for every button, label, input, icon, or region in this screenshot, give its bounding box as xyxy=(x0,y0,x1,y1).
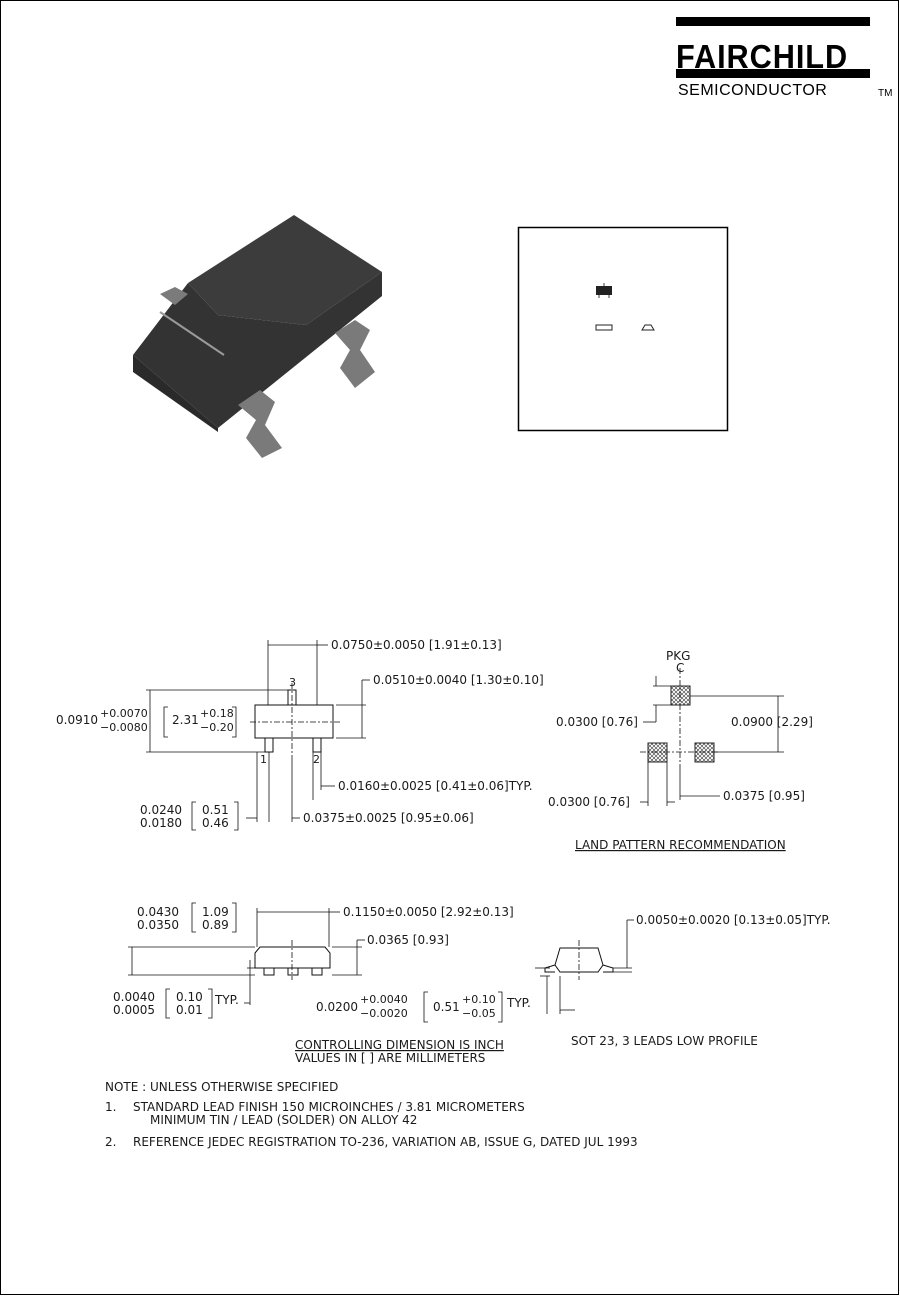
top-view-drawing: 3 1 2 0.0750±0.0050 [1.91±0.13] 0.0510±0… xyxy=(56,638,544,831)
land-pattern-drawing: PKG C 0.0300 [0.76] 0.0900 [2.29] 0.0300… xyxy=(548,649,813,852)
side-height-mm-2: 0.89 xyxy=(202,918,229,932)
foot-in-plus: +0.0040 xyxy=(360,993,408,1006)
standoff-in-2: 0.0005 xyxy=(113,1003,155,1017)
total-in-plus: +0.0070 xyxy=(100,707,148,720)
package-name: SOT 23, 3 LEADS LOW PROFILE xyxy=(571,1034,758,1048)
side-height-mm-1: 1.09 xyxy=(202,905,229,919)
total-in-main: 0.0910 xyxy=(56,713,98,727)
pad-top xyxy=(670,685,691,706)
controlling-line-2: VALUES IN [ ] ARE MILLIMETERS xyxy=(295,1051,485,1065)
total-mm-plus: +0.18 xyxy=(200,707,234,720)
render-edge-highlight xyxy=(159,311,225,356)
side-view-drawing: 0.0430 0.0350 1.09 0.89 0.1150±0.0050 [2… xyxy=(113,902,531,1023)
logo-subtitle: SEMICONDUCTOR xyxy=(678,82,828,99)
note-2-line-1: REFERENCE JEDEC REGISTRATION TO-236, VAR… xyxy=(133,1135,638,1149)
logo-bottom-bar xyxy=(676,69,870,78)
side-height-in-2: 0.0350 xyxy=(137,918,179,932)
total-mm-minus: −0.20 xyxy=(200,721,234,734)
foot-in-1: 0.0240 xyxy=(140,803,182,817)
render-lead-3 xyxy=(160,287,188,305)
notes-heading: NOTE : UNLESS OTHERWISE SPECIFIED xyxy=(105,1080,338,1094)
width-dim: 0.0750±0.0050 [1.91±0.13] xyxy=(331,638,502,652)
standoff-mm-2: 0.01 xyxy=(176,1003,203,1017)
centerline-label: C xyxy=(676,661,684,675)
pkg-label: PKG xyxy=(666,649,690,663)
total-mm-main: 2.31 xyxy=(172,713,199,727)
side-height-in-1: 0.0430 xyxy=(137,905,179,919)
thumb-side-view xyxy=(595,324,613,331)
logo-top-bar xyxy=(676,17,870,26)
pad-size-dim: 0.0300 [0.76] xyxy=(556,715,638,729)
note-1-number: 1. xyxy=(105,1100,116,1114)
pad-left xyxy=(647,742,668,763)
end-view-drawing: 0.0050±0.0020 [0.13±0.05]TYP. xyxy=(535,913,831,1014)
foot-mm-2: 0.46 xyxy=(202,816,229,830)
controlling-line-1: CONTROLLING DIMENSION IS INCH xyxy=(295,1038,504,1052)
fairchild-logo: FAIRCHILD SEMICONDUCTOR TM xyxy=(672,14,892,99)
foot-mm-plus: +0.10 xyxy=(462,993,496,1006)
foot-typ: TYP. xyxy=(506,996,531,1010)
render-lead-2 xyxy=(335,320,375,388)
body-height-dim: 0.0510±0.0040 [1.30±0.10] xyxy=(373,673,544,687)
foot-in-minus: −0.0020 xyxy=(360,1007,408,1020)
thumb-end-view xyxy=(641,324,655,331)
land-pitch-dim: 0.0375 [0.95] xyxy=(723,789,805,803)
lead3-label: 3 xyxy=(289,676,296,689)
note-2-number: 2. xyxy=(105,1135,116,1149)
lead-thickness-dim: 0.0050±0.0020 [0.13±0.05]TYP. xyxy=(636,913,831,927)
render-front-face xyxy=(133,272,382,428)
lead1-label: 1 xyxy=(260,753,267,766)
land-pattern-caption: LAND PATTERN RECOMMENDATION xyxy=(575,838,786,852)
logo-trademark: TM xyxy=(878,88,893,99)
render-left-face xyxy=(133,355,218,432)
total-in-minus: −0.0080 xyxy=(100,721,148,734)
note-1-line-2: MINIMUM TIN / LEAD (SOLDER) ON ALLOY 42 xyxy=(150,1113,417,1127)
pad-size-dim-2: 0.0300 [0.76] xyxy=(548,795,630,809)
standoff-typ: TYP. xyxy=(214,993,239,1007)
foot-mm-minus: −0.05 xyxy=(462,1007,496,1020)
thumb-top-view xyxy=(596,286,612,295)
land-height-dim: 0.0900 [2.29] xyxy=(731,715,813,729)
foot-in-2: 0.0180 xyxy=(140,816,182,830)
foot-mm-main: 0.51 xyxy=(433,1000,460,1014)
length-dim: 0.1150±0.0050 [2.92±0.13] xyxy=(343,905,514,919)
pad-right xyxy=(694,742,715,763)
lead2-label: 2 xyxy=(313,753,320,766)
standoff-in-1: 0.0040 xyxy=(113,990,155,1004)
logo-brand: FAIRCHILD xyxy=(676,38,849,75)
thumbnail-frame xyxy=(517,226,729,432)
foot-in-main: 0.0200 xyxy=(316,1000,358,1014)
pitch-dim: 0.0375±0.0025 [0.95±0.06] xyxy=(303,811,474,825)
package-3d-render xyxy=(133,215,382,458)
render-lead-1 xyxy=(238,390,282,458)
render-top-face xyxy=(188,215,382,325)
note-1-line-1: STANDARD LEAD FINISH 150 MICROINCHES / 3… xyxy=(133,1100,525,1114)
body-thickness-dim: 0.0365 [0.93] xyxy=(367,933,449,947)
standoff-mm-1: 0.10 xyxy=(176,990,203,1004)
lead-width-dim: 0.0160±0.0025 [0.41±0.06]TYP. xyxy=(338,779,533,793)
foot-mm-1: 0.51 xyxy=(202,803,229,817)
